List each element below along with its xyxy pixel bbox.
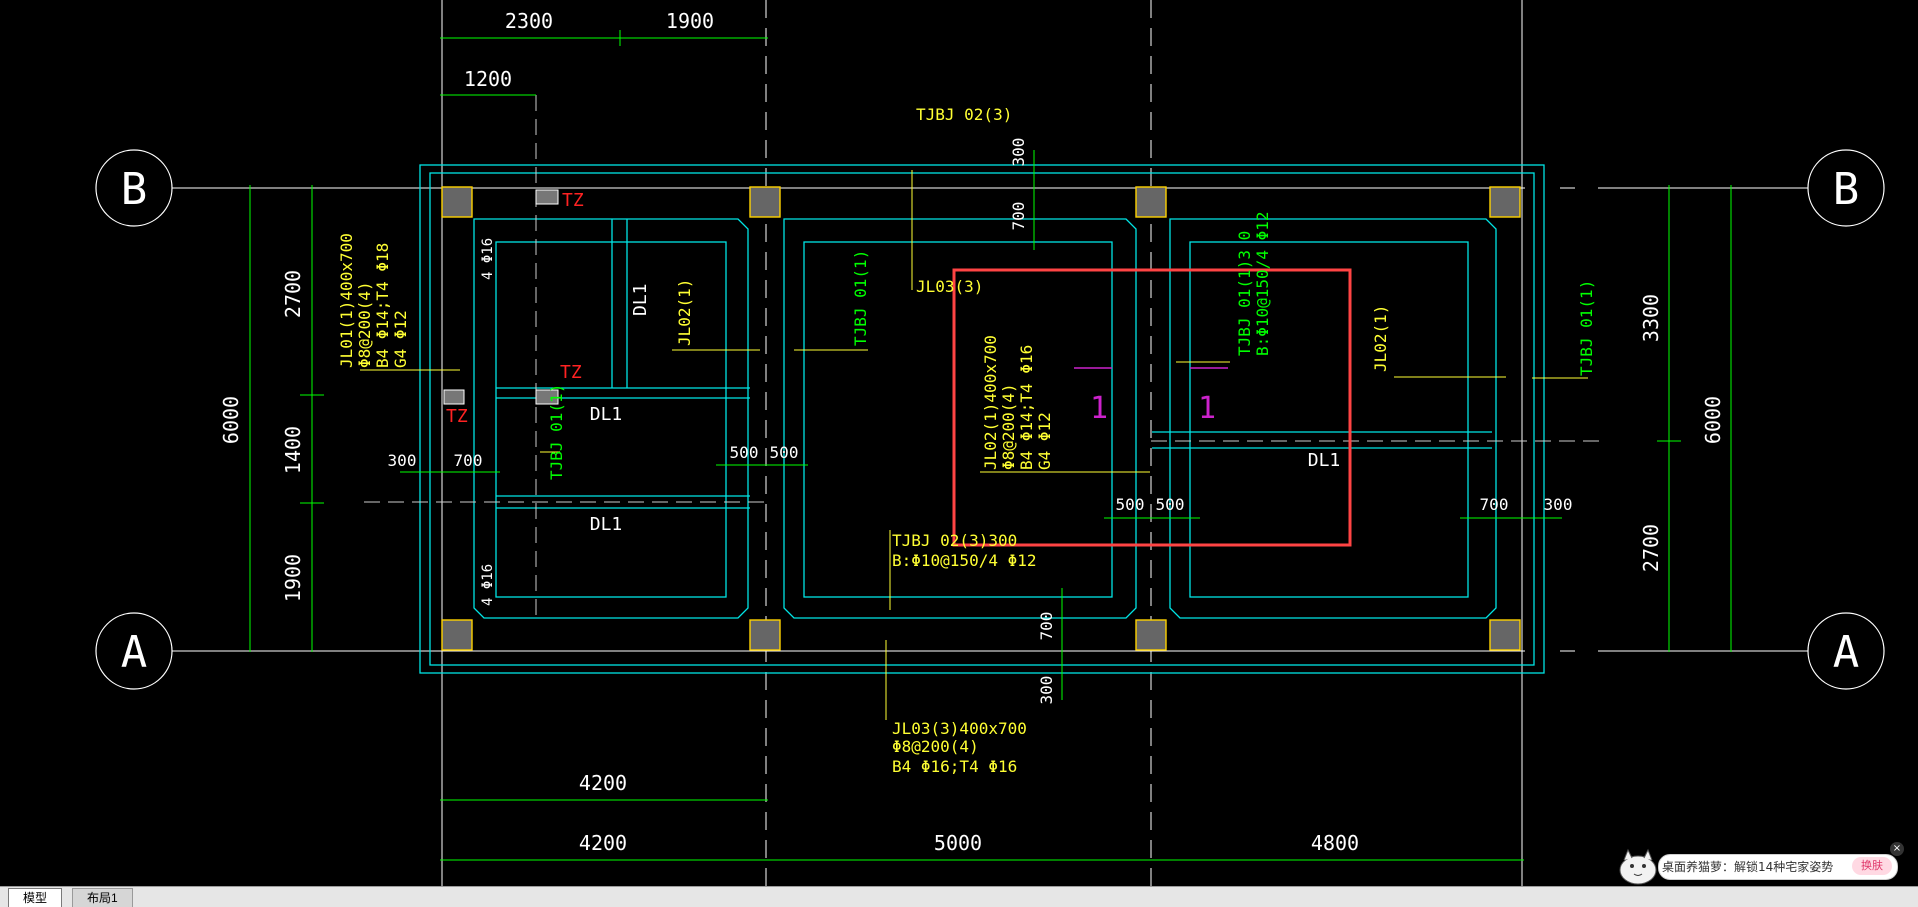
svg-text:G4 Φ12: G4 Φ12 [391,310,410,368]
tab-model[interactable]: 模型 [8,888,63,907]
svg-text:2700: 2700 [1639,524,1663,572]
svg-text:1: 1 [1198,391,1216,426]
svg-text:TJBJ 01(1): TJBJ 01(1) [1577,280,1596,376]
foundation-outline[interactable] [419,164,1545,674]
svg-text:300: 300 [1544,495,1573,514]
svg-text:1900: 1900 [666,9,714,33]
svg-text:Φ8@200(4): Φ8@200(4) [999,383,1018,470]
columns[interactable] [441,186,1521,651]
ad-popup[interactable]: 桌面养猫萝：解锁14种宅家姿势 换肤 × [1614,842,1904,886]
tab-layout1[interactable]: 布局1 [72,888,133,907]
label-leaders [360,170,1588,720]
svg-text:JL03(3)400x700: JL03(3)400x700 [892,719,1027,738]
svg-text:500: 500 [1156,495,1185,514]
svg-text:G4 Φ12: G4 Φ12 [1035,412,1054,470]
svg-text:4 Φ16: 4 Φ16 [480,238,496,280]
axis-b-right-label: B [1833,164,1860,215]
svg-text:300: 300 [1009,138,1028,167]
svg-text:4200: 4200 [579,771,627,795]
svg-text:500: 500 [730,443,759,462]
ad-text: 桌面养猫萝：解锁14种宅家姿势 [1662,860,1834,874]
svg-text:JL02(1): JL02(1) [1371,305,1390,372]
svg-text:JL02(1)400x700: JL02(1)400x700 [981,335,1000,470]
svg-text:500: 500 [1116,495,1145,514]
svg-text:DL1: DL1 [590,514,623,535]
svg-text:700: 700 [454,451,483,470]
svg-text:Φ8@200(4): Φ8@200(4) [355,281,374,368]
svg-text:1400: 1400 [281,426,305,474]
svg-text:TZ: TZ [446,406,468,427]
svg-text:TJBJ 01(1)3 0: TJBJ 01(1)3 0 [1235,231,1254,356]
svg-text:TJBJ 01(1): TJBJ 01(1) [851,250,870,346]
tz-labels[interactable]: TZ TZ TZ [446,190,584,427]
svg-text:1: 1 [1090,391,1108,426]
svg-text:TJBJ 02(3)300: TJBJ 02(3)300 [892,531,1017,550]
rebar-labels: 4 Φ16 4 Φ16 [480,238,496,606]
svg-text:JL02(1): JL02(1) [675,279,694,346]
ad-skin-button[interactable]: 换肤 [1852,857,1892,875]
svg-text:500: 500 [770,443,799,462]
svg-text:TJBJ 01(1): TJBJ 01(1) [547,384,566,480]
svg-text:6000: 6000 [1701,396,1725,444]
svg-text:JL01(1)400x700: JL01(1)400x700 [337,233,356,368]
svg-text:DL1: DL1 [630,283,651,316]
svg-text:4200: 4200 [579,831,627,855]
dl-labels[interactable]: DL1 DL1 DL1 DL1 [590,283,1341,535]
svg-text:1900: 1900 [281,554,305,602]
axis-lines [172,187,1808,652]
cat-mascot-icon [1619,848,1657,885]
svg-text:700: 700 [1037,612,1056,641]
svg-text:6000: 6000 [219,396,243,444]
axis-bubble-a-left[interactable]: A [95,612,173,690]
svg-text:2300: 2300 [505,9,553,33]
svg-text:300: 300 [1037,676,1056,705]
canvas-background [0,0,1918,886]
svg-text:DL1: DL1 [590,404,623,425]
svg-text:5000: 5000 [934,831,982,855]
cad-drawing-canvas[interactable]: B B A A [0,0,1918,886]
svg-text:2700: 2700 [281,270,305,318]
dimension-lines [249,30,1732,861]
svg-text:JL03(3): JL03(3) [916,277,983,296]
svg-text:4 Φ16: 4 Φ16 [480,564,496,606]
svg-text:TJBJ 02(3): TJBJ 02(3) [916,105,1012,124]
svg-text:4800: 4800 [1311,831,1359,855]
svg-text:1200: 1200 [464,67,512,91]
svg-text:DL1: DL1 [1308,450,1341,471]
svg-text:TZ: TZ [560,362,582,383]
svg-text:B:Φ10@150/4 Φ12: B:Φ10@150/4 Φ12 [892,551,1037,570]
svg-text:B4 Φ16;T4 Φ16: B4 Φ16;T4 Φ16 [892,757,1017,776]
svg-text:TZ: TZ [562,190,584,211]
svg-text:700: 700 [1009,202,1028,231]
axis-b-left-label: B [121,164,148,215]
svg-text:700: 700 [1480,495,1509,514]
section-labels[interactable]: 1 1 [1090,391,1216,426]
grid-vertical-lines [441,0,1523,886]
svg-text:B:Φ10@150/4 Φ12: B:Φ10@150/4 Φ12 [1253,212,1272,357]
tjbj-labels[interactable]: TJBJ 01(1) TJBJ 01(1) TJBJ 01(1) TJBJ 01… [547,212,1596,481]
ad-close-button[interactable]: × [1890,842,1904,856]
svg-text:B4 Φ14;T4 Φ18: B4 Φ14;T4 Φ18 [373,243,392,368]
beam-center-lines [364,95,1600,620]
svg-text:B4 Φ14;T4 Φ16: B4 Φ14;T4 Φ16 [1017,345,1036,470]
small-dimension-texts: 300 700 500 500 500 500 700 300 300 700 … [388,138,1573,705]
axis-a-right-label: A [1833,627,1860,678]
svg-text:3300: 3300 [1639,294,1663,342]
beam-labels[interactable]: TJBJ 02(3) JL03(3) TJBJ 02(3)300 B:Φ10@1… [337,105,1390,776]
layout-tab-bar: 模型 布局1 [0,886,1918,907]
svg-text:Φ8@200(4): Φ8@200(4) [892,737,979,756]
selection-rectangle[interactable] [952,268,1352,547]
axis-bubble-a-right[interactable]: A [1807,612,1885,690]
axis-bubble-b-left[interactable]: B [95,149,173,227]
dimension-texts: 2300 1900 1200 4200 4200 5000 4800 6000 … [219,9,1725,855]
axis-a-left-label: A [121,627,148,678]
tz-columns[interactable] [443,189,559,405]
svg-text:300: 300 [388,451,417,470]
axis-bubble-b-right[interactable]: B [1807,149,1885,227]
